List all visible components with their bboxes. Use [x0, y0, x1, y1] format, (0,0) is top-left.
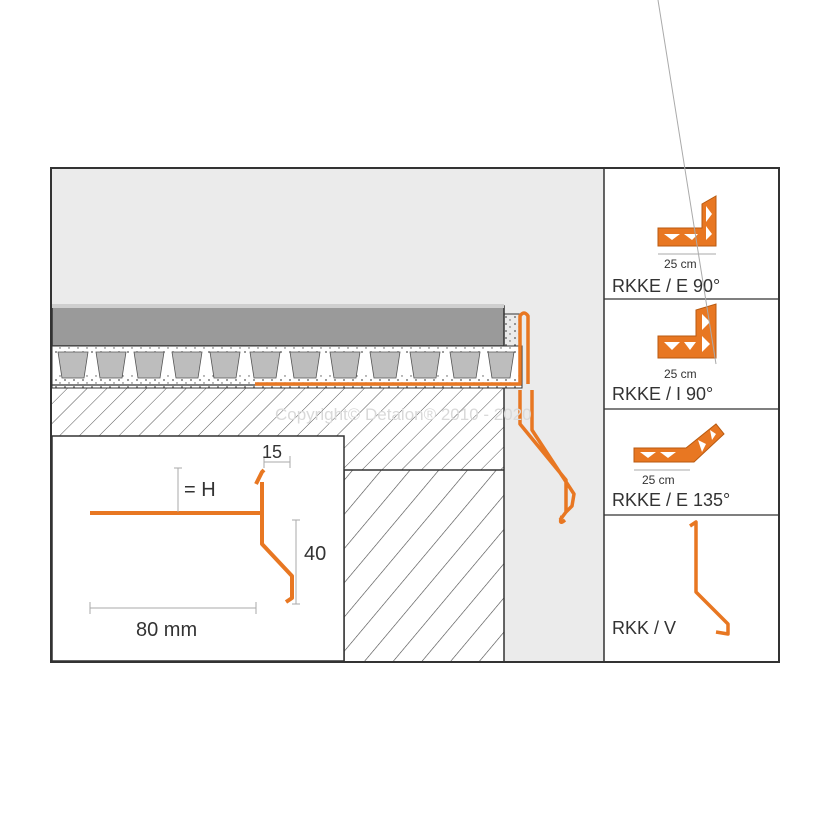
joint-filler	[503, 313, 521, 347]
item-name: RKKE / E 90°	[612, 276, 720, 296]
copyright-watermark: Copyright© Detalon® 2010 - 2020	[275, 405, 532, 424]
sidebar-item-rkk-v: RKK / V	[612, 520, 730, 638]
profile-detail-inset: = H 15 40 80 mm	[51, 435, 345, 662]
dim-width-label: 80 mm	[136, 619, 197, 641]
tile-layer	[51, 304, 505, 347]
dim-side-label: 40	[304, 543, 326, 565]
item-name: RKKE / I 90°	[612, 384, 713, 404]
item-name: RKKE / E 135°	[612, 490, 730, 510]
drainage-mat-layer	[51, 345, 523, 389]
sidebar-item-rkke-e90: 25 cm RKKE / E 90°	[612, 195, 720, 296]
corner-i90-icon	[657, 303, 717, 359]
sidebar-item-rkke-e135: 25 cm RKKE / E 135°	[612, 423, 730, 510]
sidebar-item-rkke-i90: 25 cm RKKE / I 90°	[612, 0, 717, 404]
item-dim-label: 25 cm	[642, 473, 675, 487]
product-sidebar: 25 cm RKKE / E 90° 25 cm RKKE / I 90° 25…	[603, 0, 779, 662]
edge-profile	[255, 311, 576, 524]
dim-top-label: 15	[262, 442, 282, 462]
item-name: RKK / V	[612, 618, 676, 638]
dim-height-label: = H	[184, 479, 216, 501]
profile-v-icon	[689, 520, 730, 636]
detail-profile	[250, 468, 294, 604]
item-dim-label: 25 cm	[664, 367, 697, 381]
item-dim-label: 25 cm	[664, 257, 697, 271]
corner-e135-icon	[633, 423, 725, 463]
corner-e90-icon	[657, 195, 717, 247]
